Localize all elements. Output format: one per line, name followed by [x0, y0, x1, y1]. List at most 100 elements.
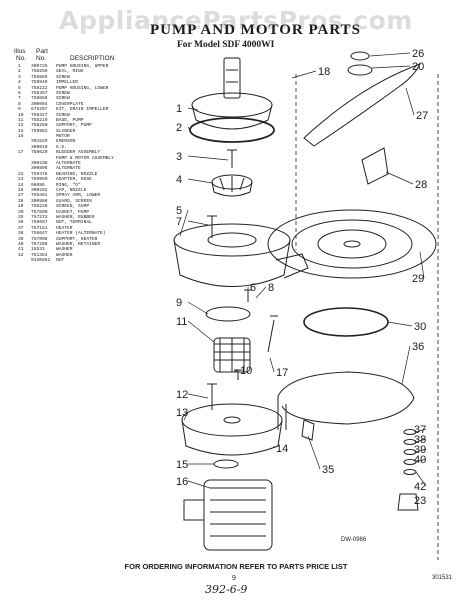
callout-leader [187, 480, 211, 489]
part-illus-no: 16 [18, 134, 24, 140]
part-description: SEAL, RING [56, 69, 84, 75]
pump-gasket [303, 307, 389, 337]
part-illus-no: 29 [18, 204, 24, 210]
part-illus-no: 2 [18, 69, 21, 75]
part-number: 300725 [31, 64, 48, 69]
callout-leader [401, 345, 411, 385]
callout-label: 39 [414, 444, 426, 456]
part-illus-no: 40 [18, 241, 24, 247]
part-number: 300988 [31, 198, 48, 204]
callout-label: 29 [412, 273, 424, 285]
nozzle-cap [347, 51, 373, 76]
pump-base [181, 403, 283, 456]
callout-label: 26 [412, 48, 424, 60]
part-description: SCREW [56, 90, 70, 96]
part-illus-no: 11 [18, 117, 24, 123]
screen-guard [361, 147, 389, 185]
callout-label: 5 [176, 205, 182, 217]
callout-label: 38 [414, 434, 426, 446]
part-description: MOTOR [56, 134, 70, 140]
callout-label: 12 [176, 389, 188, 401]
part-number: 757181 [31, 225, 48, 231]
part-description: EMERSON [56, 139, 76, 145]
page-subtitle: For Model SDF 4000WI [177, 40, 275, 50]
part-number: 758226 [31, 204, 48, 210]
part-illus-no: 28 [18, 198, 24, 204]
part-number: 16531 [31, 247, 45, 253]
part-description: SCREW [56, 112, 70, 118]
callout-label: 36 [412, 341, 424, 353]
callout-leader [233, 369, 239, 373]
part-illus-no: 23 [18, 177, 24, 183]
callout-label: 9 [176, 297, 182, 309]
part-number: 758222 [31, 85, 48, 91]
callout-label: 11 [176, 316, 187, 328]
callout-label: 15 [176, 459, 188, 471]
part-description: BLEEDER ASSEMBLY [56, 150, 101, 156]
callout-label: 40 [414, 454, 426, 466]
part-number: 757600 [31, 209, 48, 215]
part-illus-no: 8 [18, 101, 21, 107]
callout-leader [385, 171, 414, 185]
callout-leader [415, 438, 427, 443]
callout-label: 28 [415, 179, 427, 191]
callout-leader [187, 320, 215, 343]
slinger [213, 459, 239, 469]
callout-leader [405, 87, 415, 116]
part-description: SPRAY ARM, LOWER [56, 193, 101, 199]
header-illus: Illus [14, 48, 26, 55]
callout-leader [187, 178, 213, 184]
sump-screen [267, 209, 437, 279]
part-number: 759983 [31, 128, 48, 134]
part-illus-no: 30 [18, 209, 24, 215]
header-no: No. [16, 55, 27, 62]
part-number: 757273 [31, 214, 48, 220]
part-number: 757289 [31, 241, 48, 247]
part-description: SUPPORT, HEATER [56, 236, 98, 242]
parts-list-header: Illus Part No. No. DESCRIPTION [14, 48, 164, 64]
callout-label: 13 [176, 407, 188, 419]
page-title: PUMP AND MOTOR PARTS [150, 22, 362, 38]
part-illus-no: 26 [18, 187, 24, 193]
callout-leader [269, 357, 275, 373]
part-illus-no: 10 [18, 112, 24, 118]
callout-leader [419, 251, 425, 279]
screw [227, 149, 237, 168]
part-illus-no: 1 [18, 64, 21, 69]
callout-leader [255, 286, 267, 299]
screw-7 [207, 215, 217, 238]
part-description: PUMP HOUSING, LOWER [56, 85, 109, 91]
callout-leader [187, 301, 209, 315]
lower-pump-housing [173, 223, 309, 287]
part-description: RING, "O" [56, 182, 81, 188]
callout-leader [415, 428, 427, 433]
part-number: 758858 [31, 96, 48, 102]
part-illus-no: 17 [18, 150, 24, 156]
callout-leader [369, 52, 411, 57]
part-description: HEATER (ALTERNATE) [56, 231, 106, 237]
part-description: G.E. [56, 144, 68, 150]
upper-pump-housing [191, 57, 273, 130]
part-illus-no: 27 [18, 193, 24, 199]
callout-label: 16 [176, 476, 188, 488]
part-description: SCREW [56, 96, 70, 102]
part-description: IMPELLER [56, 80, 79, 86]
callout-label: 6 [250, 282, 256, 294]
page-number: 9 [232, 575, 236, 582]
